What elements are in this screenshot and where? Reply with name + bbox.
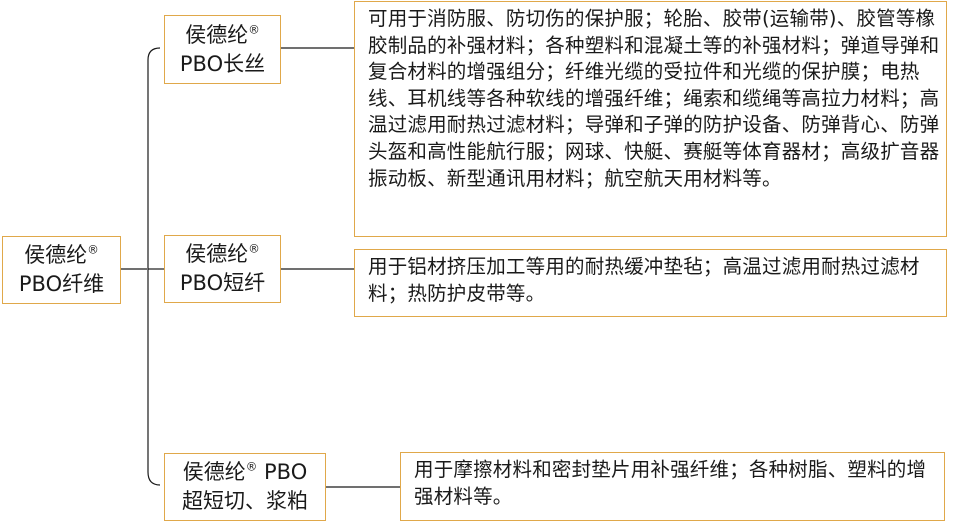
branch-title-line2: PBO短纤 (179, 271, 266, 295)
branch-title-line1: 侯德纶® PBO (183, 458, 307, 487)
registered-mark: ® (248, 241, 260, 256)
trunk-line (147, 47, 161, 486)
branch-title-line2: PBO长丝 (179, 51, 266, 76)
branch-title-text: 侯德纶 (182, 460, 246, 484)
root-title-line2: PBO纤维 (18, 272, 105, 296)
branch-title-suffix: PBO (257, 460, 308, 484)
description-staple: 用于铝材挤压加工等用的耐热缓冲垫毡；高温过滤用耐热过滤材料；热防护皮带等。 (354, 249, 947, 317)
branch-title-text: 侯德纶 (185, 22, 249, 47)
root-title-text: 侯德纶 (24, 243, 88, 267)
branch-node-staple: 侯德纶® PBO短纤 (164, 235, 281, 303)
branch-title-line1: 侯德纶® (185, 240, 260, 269)
description-pulp: 用于摩擦材料和密封垫片用补强纤维；各种树脂、塑料的增强材料等。 (400, 452, 945, 521)
registered-mark: ® (248, 21, 260, 36)
branch-node-filament: 侯德纶® PBO长丝 (164, 15, 281, 84)
registered-mark: ® (87, 242, 99, 257)
description-filament: 可用于消防服、防切伤的保护服；轮胎、胶带(运输带)、胶管等橡胶制品的补强材料；各… (354, 1, 947, 237)
branch-title-text: 侯德纶 (185, 242, 249, 266)
branch-title-line2: 超短切、浆粕 (182, 489, 308, 513)
root-title-line1: 侯德纶® (24, 241, 99, 270)
branch-title-line1: 侯德纶® (185, 21, 260, 50)
branch-node-pulp: 侯德纶® PBO 超短切、浆粕 (164, 453, 326, 521)
root-node: 侯德纶® PBO纤维 (2, 236, 121, 304)
registered-mark: ® (245, 459, 258, 474)
